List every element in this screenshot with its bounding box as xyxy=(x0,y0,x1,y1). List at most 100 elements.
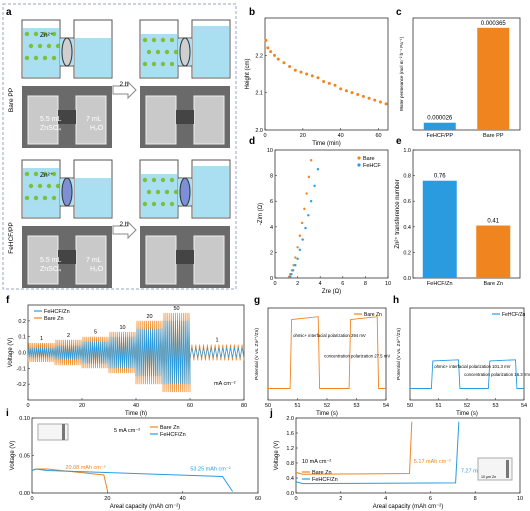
x-tick-label: 54 xyxy=(521,403,527,409)
panel-label-b: b xyxy=(249,7,255,18)
zn-ion-dot xyxy=(146,189,152,195)
row-label-fehcf-pp: FeHCF/PP xyxy=(8,222,15,253)
zn-ion-dot xyxy=(151,37,157,43)
right-solution-fill xyxy=(75,38,111,77)
y-axis-label: Voltage (V) xyxy=(274,441,280,471)
zn-ion-dot xyxy=(33,31,39,37)
data-point xyxy=(333,83,337,87)
photo-beaker-right xyxy=(193,235,225,285)
membrane-disc xyxy=(179,37,191,67)
zn-ion-dot xyxy=(155,49,161,55)
zn-ion-dot xyxy=(169,61,175,67)
plot-frame xyxy=(295,417,521,494)
rate-label: 50 xyxy=(173,306,179,312)
series-line xyxy=(295,421,460,485)
y-tick-label: 6 xyxy=(270,199,273,205)
y-tick-label: 0.05 xyxy=(19,454,30,460)
legend-label: Bare Zn xyxy=(160,425,180,431)
plot-frame xyxy=(412,149,521,279)
ion-label-top: Zn²⁺ xyxy=(40,32,54,39)
bar-value-label: 0.41 xyxy=(487,219,499,225)
y-tick-label: 0.4 xyxy=(286,476,294,482)
x-category-label: Bare PP xyxy=(483,133,504,139)
zn-ion-dot xyxy=(146,49,152,55)
bar-value-label: 0.76 xyxy=(434,174,446,180)
y-tick-label: 1.2 xyxy=(286,446,294,452)
zn-ion-dot xyxy=(142,61,148,67)
right-volume-bottom: 7 mL xyxy=(86,257,102,264)
data-point xyxy=(305,72,309,76)
y-axis-label: Potential (V vs. Zn²⁺/Zn) xyxy=(254,328,260,380)
data-point xyxy=(307,214,310,217)
data-point xyxy=(305,192,308,195)
capacity-annotation: 20.08 mAh cm⁻² xyxy=(65,465,105,471)
x-axis-label: Time (min) xyxy=(312,141,340,147)
y-tick-label: 0.2 xyxy=(403,250,411,256)
inset-schematic xyxy=(37,423,69,441)
zn-ion-dot xyxy=(55,43,61,49)
two-chamber-cell xyxy=(21,159,113,288)
x-tick-label: 20 xyxy=(300,133,306,139)
x-tick-label: 20 xyxy=(104,496,110,502)
legend-label: FeHCF/Zn xyxy=(312,477,338,483)
data-point xyxy=(298,234,302,237)
zn-ion-dot xyxy=(37,43,43,49)
y-axis-label: -Zim (Ω) xyxy=(258,203,264,225)
x-category-label: FeHCF/PP xyxy=(426,133,453,139)
photo-beaker-left xyxy=(145,235,177,285)
zn-ion-dot xyxy=(160,61,166,67)
data-point xyxy=(301,238,304,241)
panel-label-a: a xyxy=(6,7,12,18)
x-tick-label: 8 xyxy=(474,496,477,502)
zn-ion-dot xyxy=(42,31,48,37)
rate-label: 10 xyxy=(119,325,125,331)
schematic-row-top xyxy=(21,19,231,148)
plot-frame xyxy=(274,149,389,279)
data-point xyxy=(322,79,326,83)
rate-label: 20 xyxy=(146,314,152,320)
x-tick-label: 52 xyxy=(324,403,330,409)
current-density-note: 10 mA cm⁻² xyxy=(302,459,331,465)
inset-frame xyxy=(477,457,513,481)
series-line-fehcf-zn xyxy=(27,320,245,385)
data-point xyxy=(282,61,286,65)
x-tick-label: 51 xyxy=(294,403,300,409)
zn-ion-dot xyxy=(155,189,161,195)
zn-ion-dot xyxy=(169,37,175,43)
left-volume-bottom: 5.5 mL xyxy=(40,257,62,264)
zn-ion-dot xyxy=(51,31,57,37)
data-point xyxy=(313,184,316,188)
data-point xyxy=(384,102,388,106)
panel-a-schematic: a Bare PP FeHCF/PP Zn²⁺ Zn²⁺ 5.5 mL ZnSO… xyxy=(2,3,237,290)
y-tick-label: 0.0 xyxy=(403,276,411,282)
y-axis-label: Height (cm) xyxy=(245,58,251,89)
arrow-right-icon xyxy=(112,80,137,100)
photo-clamp xyxy=(176,250,194,264)
bar xyxy=(477,27,510,130)
legend-label: FeHCF/Zn xyxy=(502,312,526,318)
data-point xyxy=(296,257,299,260)
panel-label-f: f xyxy=(6,295,10,306)
data-point xyxy=(299,70,303,74)
data-point xyxy=(276,57,280,61)
schematic-row-bottom xyxy=(21,159,231,288)
zn-ion-dot xyxy=(160,201,166,207)
rate-label: 2 xyxy=(67,333,70,339)
right-solution-fill xyxy=(75,178,111,217)
zn-ion-dot xyxy=(37,183,43,189)
data-point xyxy=(291,269,295,272)
inset-label: 10 μm Zn xyxy=(481,475,496,479)
zn-ion-dot xyxy=(51,171,57,177)
legend-label: FeHCF/Zn xyxy=(44,309,70,315)
plot-frame xyxy=(264,17,389,131)
left-solution-fill xyxy=(23,28,59,77)
legend-marker xyxy=(357,163,361,167)
legend-label: Bare Zn xyxy=(44,316,64,322)
data-point xyxy=(300,221,304,225)
photo-beaker-left xyxy=(27,235,59,285)
zn-ion-dot xyxy=(24,31,30,37)
panel-label-g: g xyxy=(254,295,260,306)
x-tick-label: 40 xyxy=(338,133,344,139)
